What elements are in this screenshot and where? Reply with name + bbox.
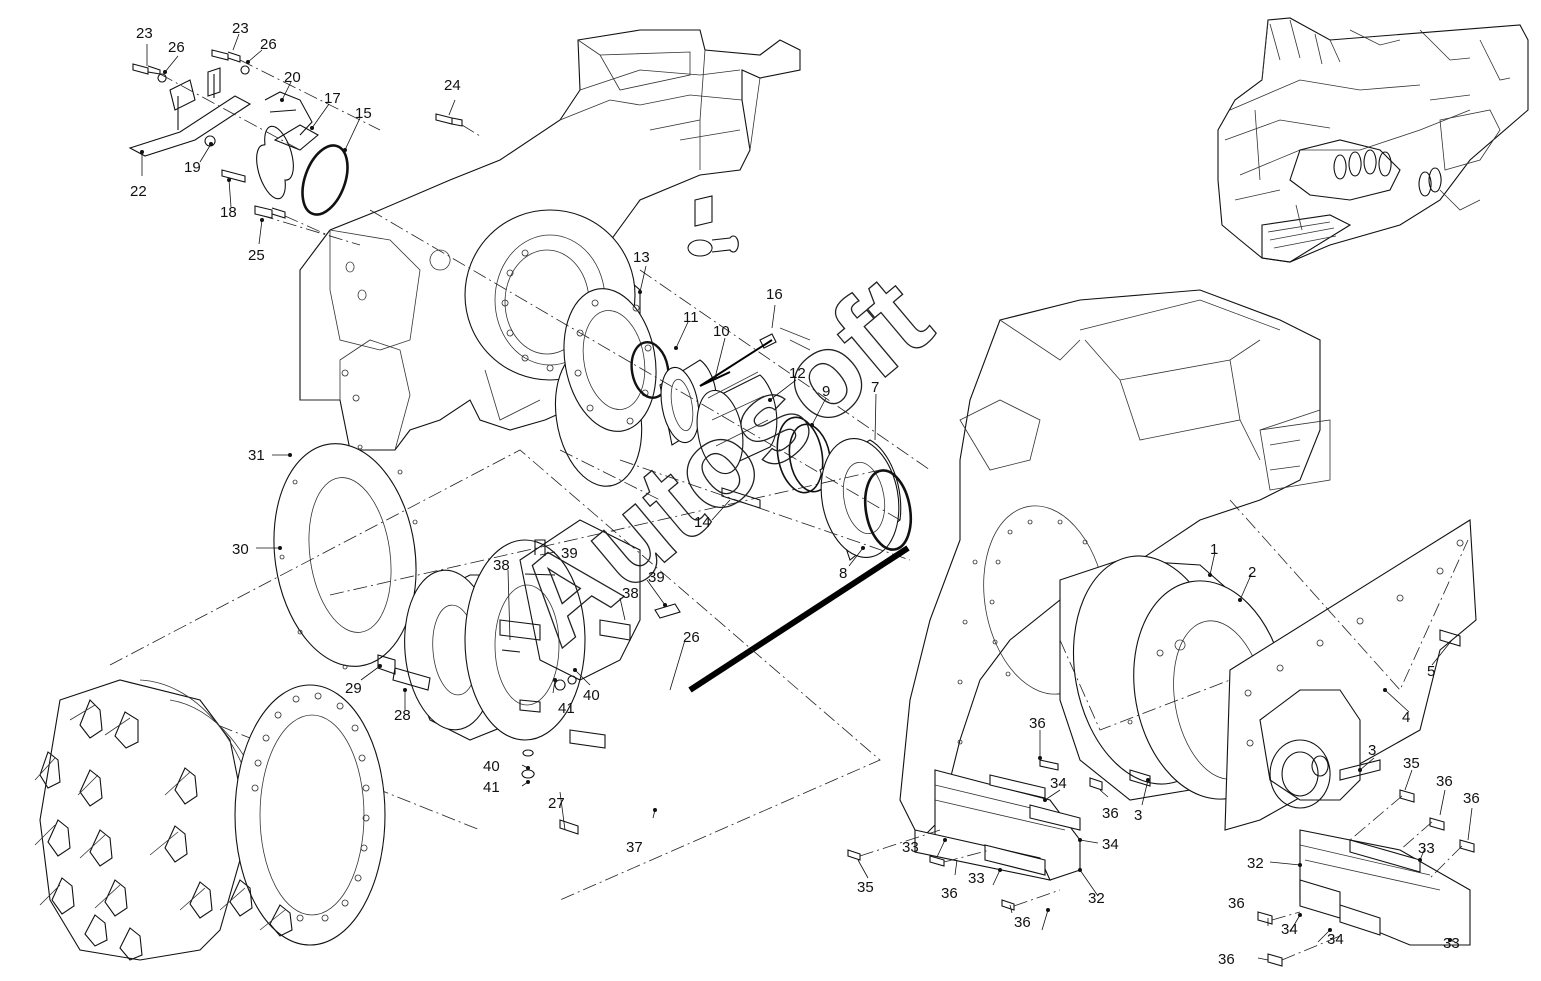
callout-15: 15 <box>355 105 372 122</box>
callout-36: 36 <box>1436 773 1453 790</box>
callout-18: 18 <box>220 204 237 221</box>
callout-33: 33 <box>1418 840 1435 857</box>
cutting-drum-with-picks <box>34 679 386 961</box>
callout-2: 2 <box>1248 564 1256 581</box>
callout-36: 36 <box>1228 895 1245 912</box>
callout-26: 26 <box>683 629 700 646</box>
callout-38: 38 <box>622 585 639 602</box>
callout-41: 41 <box>558 700 575 717</box>
callout-7: 7 <box>871 379 879 396</box>
callout-36: 36 <box>1029 715 1046 732</box>
callout-12: 12 <box>789 365 806 382</box>
callout-3: 3 <box>1368 742 1376 759</box>
callout-8: 8 <box>839 565 847 582</box>
callout-27: 27 <box>548 795 565 812</box>
callout-34: 34 <box>1327 931 1344 948</box>
callout-33: 33 <box>968 870 985 887</box>
callout-28: 28 <box>394 707 411 724</box>
callout-40: 40 <box>483 758 500 775</box>
callout-20: 20 <box>284 69 301 86</box>
callout-1: 1 <box>1210 541 1218 558</box>
callout-5: 5 <box>1427 663 1435 680</box>
callout-11: 11 <box>683 309 699 326</box>
callout-35: 35 <box>1403 755 1420 772</box>
callout-36: 36 <box>1102 805 1119 822</box>
mounting-bars <box>847 759 1475 967</box>
callout-16: 16 <box>766 286 783 303</box>
callout-34: 34 <box>1102 836 1119 853</box>
callout-24: 24 <box>444 77 461 94</box>
callout-38: 38 <box>493 557 510 574</box>
machine-overview-inset <box>1217 17 1529 263</box>
callout-39: 39 <box>561 545 578 562</box>
callout-19: 19 <box>184 159 201 176</box>
callout-32: 32 <box>1088 890 1105 907</box>
callout-39: 39 <box>648 569 665 586</box>
callout-35: 35 <box>857 879 874 896</box>
callout-23: 23 <box>136 25 153 42</box>
callout-36: 36 <box>1014 914 1031 931</box>
callout-13: 13 <box>633 249 650 266</box>
callout-25: 25 <box>248 247 265 264</box>
callout-30: 30 <box>232 541 249 558</box>
callout-29: 29 <box>345 680 362 697</box>
callout-34: 34 <box>1281 921 1298 938</box>
callout-22: 22 <box>130 183 147 200</box>
callout-41: 41 <box>483 779 500 796</box>
callout-3: 3 <box>1134 807 1142 824</box>
callout-34: 34 <box>1050 775 1067 792</box>
leader-dots <box>140 60 1452 942</box>
callout-36: 36 <box>1463 790 1480 807</box>
callout-32: 32 <box>1247 855 1264 872</box>
callout-4: 4 <box>1402 709 1410 726</box>
callout-36: 36 <box>941 885 958 902</box>
callout-33: 33 <box>1443 935 1460 952</box>
callout-31: 31 <box>248 447 265 464</box>
callout-33: 33 <box>902 839 919 856</box>
leader-lines <box>141 33 1473 961</box>
callout-14: 14 <box>694 514 711 531</box>
callout-labels: 23 26 23 26 20 17 15 24 22 19 18 25 13 1… <box>130 20 1480 968</box>
callout-23: 23 <box>232 20 249 37</box>
bearing-stack <box>369 209 931 693</box>
callout-26: 26 <box>260 36 277 53</box>
callout-37: 37 <box>626 839 643 856</box>
cutter-drum-assembly <box>109 443 881 901</box>
callout-40: 40 <box>583 687 600 704</box>
upper-bracket-parts <box>128 49 481 246</box>
callout-17: 17 <box>324 90 341 107</box>
right-frame-assembly <box>899 289 1477 841</box>
callout-10: 10 <box>713 323 730 340</box>
callout-26: 26 <box>168 39 185 56</box>
callout-9: 9 <box>822 383 830 400</box>
callout-36: 36 <box>1218 951 1235 968</box>
